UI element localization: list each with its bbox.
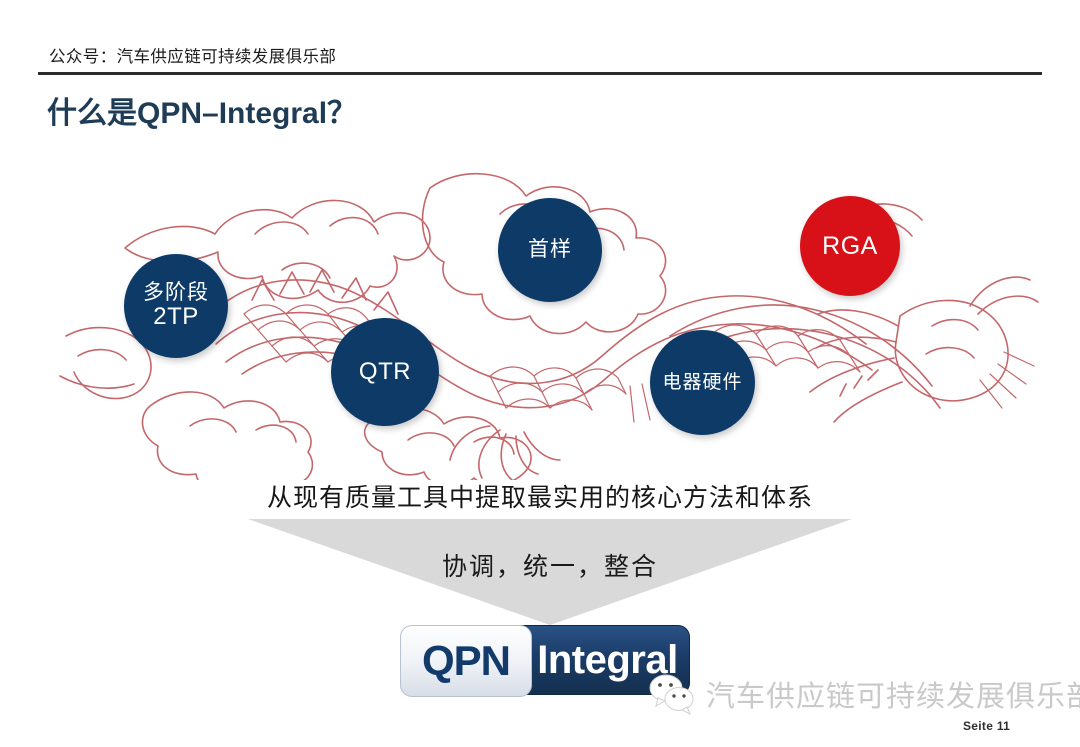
node-circle-2tp[interactable]: 多阶段 2TP — [124, 254, 228, 358]
arrow-label: 协调，统一，整合 — [441, 554, 658, 581]
node-label-line1: 多阶段 — [143, 280, 209, 304]
wechat-watermark: 汽车供应链可持续发展俱乐部 — [648, 672, 1080, 716]
wechat-icon — [648, 672, 696, 716]
watermark-text: 汽车供应链可持续发展俱乐部 — [706, 681, 1080, 713]
node-label-line1: 首样 — [528, 238, 572, 262]
header-divider — [38, 72, 1042, 75]
page-number: Seite 11 — [963, 719, 1011, 733]
down-arrow-shape — [248, 519, 852, 625]
node-circle-shouyang[interactable]: 首样 — [498, 198, 602, 302]
node-label-line1: RGA — [822, 232, 878, 260]
diagram-caption: 从现有质量工具中提取最实用的核心方法和体系 — [266, 485, 813, 512]
logo-qpn-half: QPN — [400, 625, 532, 697]
qpn-integral-logo: Integral QPN — [400, 625, 690, 697]
node-label-line1: QTR — [358, 357, 412, 385]
wechat-account-header: 公众号：汽车供应链可持续发展俱乐部 — [49, 47, 337, 66]
node-label-line2: 2TP — [153, 303, 199, 331]
page-title: 什么是QPN–Integral？ — [47, 97, 358, 130]
node-circle-rga[interactable]: RGA — [800, 196, 900, 296]
node-circle-hardware[interactable]: 电器硬件 — [650, 330, 755, 435]
node-label-line1: 电器硬件 — [662, 371, 743, 393]
node-circle-qtr[interactable]: QTR — [331, 318, 439, 426]
